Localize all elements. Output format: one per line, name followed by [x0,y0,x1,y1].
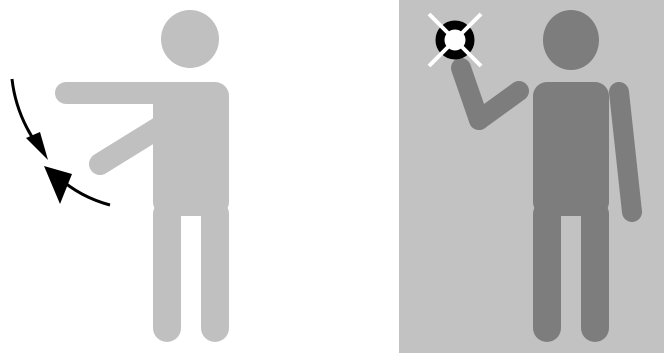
figure-head [161,10,219,68]
figure-lowered-arm [619,92,632,212]
panel-raised-hand-flash [399,0,664,353]
figure-left-leg [153,200,181,342]
figure-right-leg [581,200,609,342]
arm-motion-svg [0,0,399,353]
figure-head [543,10,599,70]
figure-right-leg [201,200,229,342]
raised-hand-flash-svg [399,0,664,353]
flashlight-signal-icon [429,14,481,66]
figure-torso [533,82,609,216]
panel-arm-motion [0,0,399,353]
figure-left-leg [533,200,561,342]
